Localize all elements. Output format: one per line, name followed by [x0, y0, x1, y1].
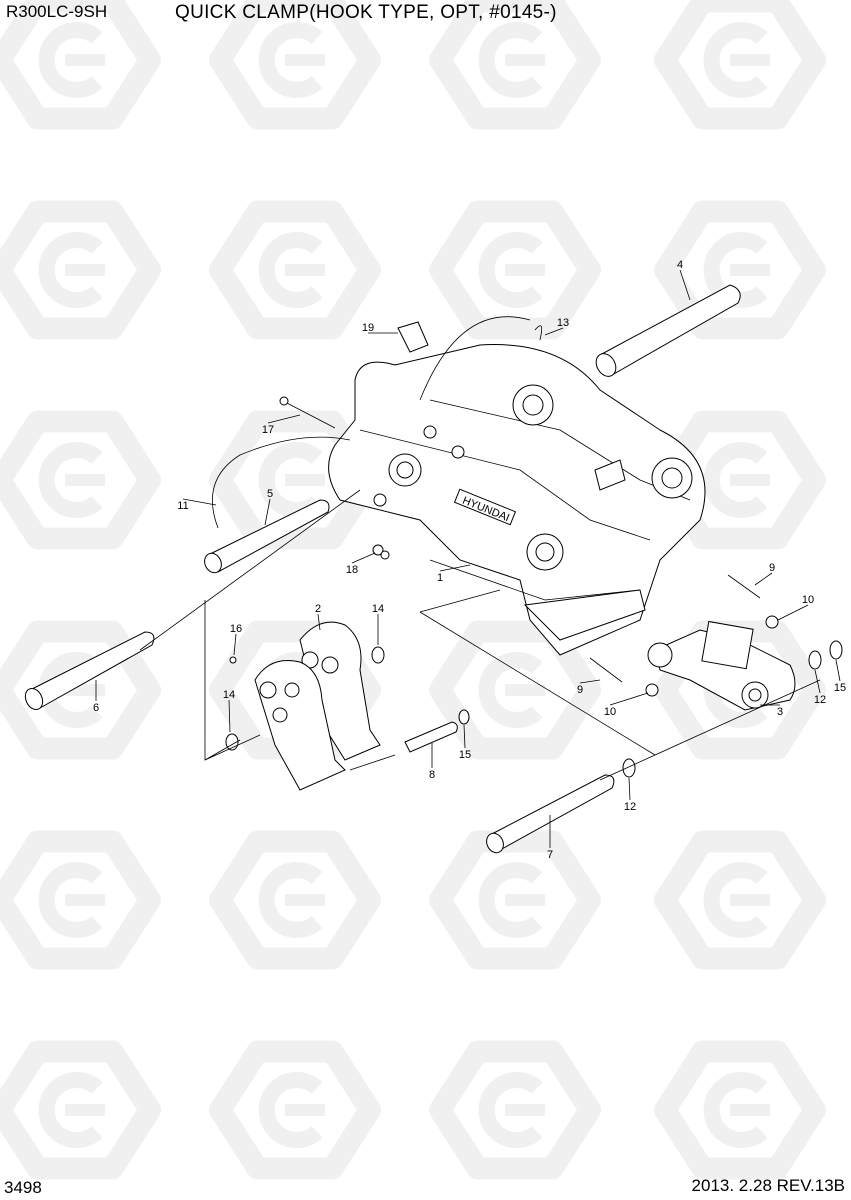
page-number: 3498 [4, 1178, 42, 1197]
part-11-wire[interactable] [212, 436, 351, 529]
part-3-cylinder[interactable] [647, 620, 796, 711]
callout-leader-line [264, 498, 271, 526]
callout-label-2[interactable]: 2 [315, 603, 321, 615]
callout-leader-line [835, 659, 841, 682]
watermark-logo-icon [429, 830, 601, 970]
watermark-logo-icon [0, 200, 161, 340]
callout-label-12[interactable]: 12 [624, 801, 636, 813]
callout-leader-line [628, 777, 631, 801]
callout-label-19[interactable]: 19 [362, 322, 374, 334]
callout-leader-line [233, 633, 237, 656]
part-4-pin[interactable] [592, 284, 741, 380]
callout-leader-line [777, 604, 809, 621]
watermark-logo-icon [0, 0, 161, 130]
model-name: R300LC-9SH [6, 2, 108, 21]
callout-leader-line [317, 613, 321, 631]
callout-label-10[interactable]: 10 [802, 594, 814, 606]
callout-label-12[interactable]: 12 [814, 694, 826, 706]
watermark-logo-icon [209, 0, 381, 130]
callout-label-4[interactable]: 4 [677, 259, 683, 271]
callout-leader-line [439, 564, 471, 572]
part-13-clip[interactable] [534, 325, 543, 341]
callout-label-11[interactable]: 11 [177, 500, 188, 512]
part-14-ring[interactable] [371, 646, 385, 664]
callout-label-13[interactable]: 13 [557, 317, 569, 329]
callout-label-9[interactable]: 9 [577, 684, 583, 696]
watermark-logo-icon [429, 1040, 601, 1180]
part-15-ring[interactable] [458, 709, 470, 725]
callout-label-10[interactable]: 10 [604, 706, 616, 718]
callout-leader-line [351, 552, 376, 564]
callout-label-1[interactable]: 1 [437, 572, 443, 584]
part-19-bracket[interactable] [397, 321, 429, 353]
part-6-pin[interactable] [22, 631, 155, 712]
watermark-logo-icon [654, 200, 826, 340]
callout-label-14[interactable]: 14 [372, 603, 384, 615]
part-8-pin[interactable] [404, 721, 458, 753]
callout-label-9[interactable]: 9 [769, 562, 775, 574]
revision-date: 2013. 2.28 REV.13B [691, 1176, 845, 1195]
callout-label-5[interactable]: 5 [267, 488, 273, 500]
watermark-logo-icon [429, 0, 601, 130]
watermark-logo-icon [654, 830, 826, 970]
callout-label-7[interactable]: 7 [547, 849, 553, 861]
part-9-bolt[interactable] [589, 657, 623, 683]
page-title: QUICK CLAMP(HOOK TYPE, OPT, #0145-) [175, 2, 557, 23]
callout-label-15[interactable]: 15 [459, 749, 471, 761]
part-18-nipple[interactable] [372, 544, 390, 560]
callout-label-3[interactable]: 3 [777, 706, 783, 718]
callout-leader-line [182, 498, 217, 506]
callout-label-15[interactable]: 15 [834, 682, 846, 694]
callout-label-17[interactable]: 17 [262, 424, 274, 436]
watermark-logo-icon [209, 200, 381, 340]
part-12-ring[interactable] [808, 650, 822, 670]
callout-label-6[interactable]: 6 [93, 702, 99, 714]
callout-leader-line [544, 327, 564, 336]
watermark-logo-icon [429, 200, 601, 340]
callout-label-14[interactable]: 14 [223, 689, 235, 701]
watermark-logo-icon [0, 1040, 161, 1180]
part-16-fitting[interactable] [229, 656, 237, 664]
callout-leader-line [463, 724, 466, 749]
watermark-logo-icon [654, 1040, 826, 1180]
watermark-logo-icon [654, 0, 826, 130]
callout-leader-line [609, 692, 649, 706]
part-9-bolt[interactable] [727, 574, 761, 599]
callout-leader-line [679, 269, 691, 301]
part-5-pin[interactable] [202, 499, 330, 575]
callout-leader-line [814, 669, 821, 694]
part-7-pin[interactable] [484, 774, 615, 855]
watermark-logo-icon [0, 410, 161, 550]
part-17-bolt[interactable] [279, 396, 336, 429]
part-15-ring[interactable] [829, 640, 843, 660]
callout-label-8[interactable]: 8 [429, 769, 435, 781]
callout-label-18[interactable]: 18 [346, 564, 358, 576]
callout-leader-line [754, 572, 773, 586]
watermark-logo-icon [0, 830, 161, 970]
callout-leader-line [267, 414, 301, 424]
part-10-fitting[interactable] [645, 683, 659, 697]
part-12-ring[interactable] [622, 758, 636, 778]
part-2-hook[interactable] [254, 621, 381, 791]
watermark-logo-icon [209, 410, 381, 550]
callout-label-16[interactable]: 16 [230, 623, 242, 635]
watermark-logo-icon [209, 1040, 381, 1180]
part-1-frame[interactable]: HYUNDAI [328, 344, 706, 656]
callout-leader-line [228, 699, 231, 733]
callout-leader-line [579, 679, 601, 684]
watermark-logo-icon [209, 830, 381, 970]
part-10-fitting[interactable] [765, 615, 779, 629]
